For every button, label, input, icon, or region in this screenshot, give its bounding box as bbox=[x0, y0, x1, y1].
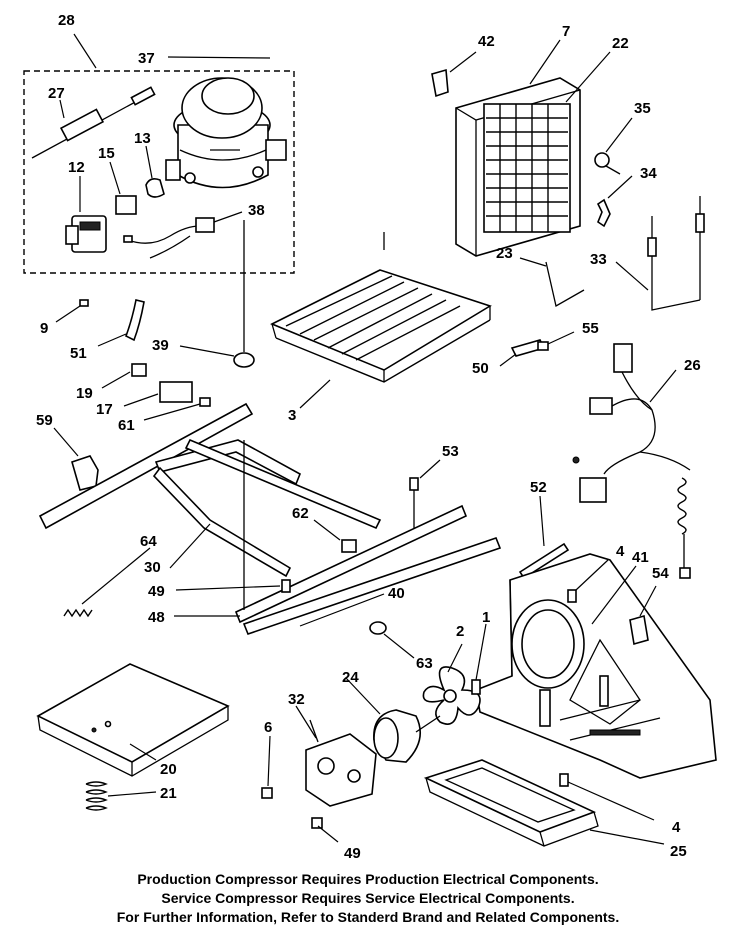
label-19: 19 bbox=[76, 385, 93, 402]
part-17 bbox=[159, 381, 193, 403]
label-38: 38 bbox=[248, 202, 265, 219]
part-20-plate bbox=[36, 663, 230, 777]
label-48: 48 bbox=[148, 609, 165, 626]
label-22: 22 bbox=[612, 35, 629, 52]
label-41: 41 bbox=[632, 549, 649, 566]
part-13 bbox=[145, 178, 165, 198]
part-23-bracket bbox=[545, 261, 585, 307]
part-15 bbox=[115, 195, 137, 215]
part-39-grommet bbox=[233, 352, 255, 368]
footer-note-reference: For Further Information, Refer to Stande… bbox=[116, 909, 620, 925]
label-33: 33 bbox=[590, 251, 607, 268]
part-2-fan-blade bbox=[422, 666, 481, 725]
label-28: 28 bbox=[58, 12, 75, 29]
part-24-motor bbox=[373, 709, 441, 763]
compressor bbox=[165, 77, 287, 189]
label-32: 32 bbox=[288, 691, 305, 708]
part-51-tube bbox=[124, 299, 145, 342]
label-24: 24 bbox=[342, 669, 359, 686]
part-53-screw bbox=[409, 477, 419, 491]
label-40: 40 bbox=[388, 585, 405, 602]
label-27: 27 bbox=[48, 85, 65, 102]
part-35 bbox=[594, 152, 621, 175]
part-49-screw-upper bbox=[281, 579, 291, 593]
compressor-kit-box bbox=[23, 70, 295, 274]
part-59-clip bbox=[71, 455, 99, 491]
footer-note-production: Production Compressor Requires Productio… bbox=[137, 871, 599, 887]
label-55: 55 bbox=[582, 320, 599, 337]
leader-lines bbox=[53, 33, 677, 845]
part-54 bbox=[629, 614, 649, 646]
label-4-upper: 4 bbox=[616, 543, 625, 560]
part-6-screw bbox=[261, 787, 273, 799]
label-63: 63 bbox=[416, 655, 433, 672]
label-34: 34 bbox=[640, 165, 657, 182]
part-9-screw bbox=[79, 299, 89, 307]
label-15: 15 bbox=[98, 145, 115, 162]
label-39: 39 bbox=[152, 337, 169, 354]
label-59: 59 bbox=[36, 412, 53, 429]
part-30-rails bbox=[38, 402, 502, 636]
part-12-relay bbox=[65, 215, 107, 253]
label-4-lower: 4 bbox=[672, 819, 681, 836]
label-2: 2 bbox=[456, 623, 464, 640]
label-49-upper: 49 bbox=[148, 583, 165, 600]
part-64-spring bbox=[63, 608, 93, 618]
label-52: 52 bbox=[530, 479, 547, 496]
label-26: 26 bbox=[684, 357, 701, 374]
part-number-labels: 28 37 27 13 15 12 38 42 7 22 35 34 23 33… bbox=[36, 12, 701, 862]
label-30: 30 bbox=[144, 559, 161, 576]
label-53: 53 bbox=[442, 443, 459, 460]
label-49-lower: 49 bbox=[344, 845, 361, 862]
part-1 bbox=[471, 679, 481, 695]
part-4-screw-upper bbox=[567, 589, 577, 603]
part-25-drain-pan bbox=[423, 759, 599, 847]
part-22-evaporator bbox=[483, 103, 571, 233]
part-38-harness bbox=[123, 217, 215, 259]
label-6: 6 bbox=[264, 719, 272, 736]
part-32-bracket bbox=[305, 719, 377, 807]
part-33-tubes bbox=[647, 196, 705, 311]
part-3-condenser bbox=[270, 232, 492, 383]
label-21: 21 bbox=[160, 785, 177, 802]
label-61: 61 bbox=[118, 417, 135, 434]
part-34 bbox=[596, 198, 611, 228]
part-49-screw-lower bbox=[311, 817, 323, 829]
part-55-screw bbox=[537, 341, 549, 351]
part-41-fan-bracket bbox=[475, 553, 717, 779]
label-25: 25 bbox=[670, 843, 687, 860]
part-21-spring bbox=[85, 781, 108, 811]
label-54: 54 bbox=[652, 565, 669, 582]
label-20: 20 bbox=[160, 761, 177, 778]
part-19 bbox=[131, 363, 147, 377]
label-64: 64 bbox=[140, 533, 157, 550]
label-42: 42 bbox=[478, 33, 495, 50]
part-62 bbox=[341, 539, 357, 553]
part-42-clip bbox=[431, 68, 449, 98]
label-23: 23 bbox=[496, 245, 513, 262]
label-12: 12 bbox=[68, 159, 85, 176]
label-37: 37 bbox=[138, 50, 155, 67]
footer-note-service: Service Compressor Requires Service Elec… bbox=[161, 890, 575, 906]
label-62: 62 bbox=[292, 505, 309, 522]
part-4-screw-lower bbox=[559, 773, 569, 787]
label-17: 17 bbox=[96, 401, 113, 418]
label-50: 50 bbox=[472, 360, 489, 377]
label-13: 13 bbox=[134, 130, 151, 147]
part-63 bbox=[369, 621, 387, 635]
label-1: 1 bbox=[482, 609, 490, 626]
part-27-overload bbox=[31, 86, 156, 159]
label-35: 35 bbox=[634, 100, 651, 117]
label-51: 51 bbox=[70, 345, 87, 362]
part-26-harness bbox=[572, 343, 691, 579]
label-7: 7 bbox=[562, 23, 570, 40]
label-3: 3 bbox=[288, 407, 296, 424]
label-9: 9 bbox=[40, 320, 48, 337]
part-61-screw bbox=[199, 397, 211, 407]
